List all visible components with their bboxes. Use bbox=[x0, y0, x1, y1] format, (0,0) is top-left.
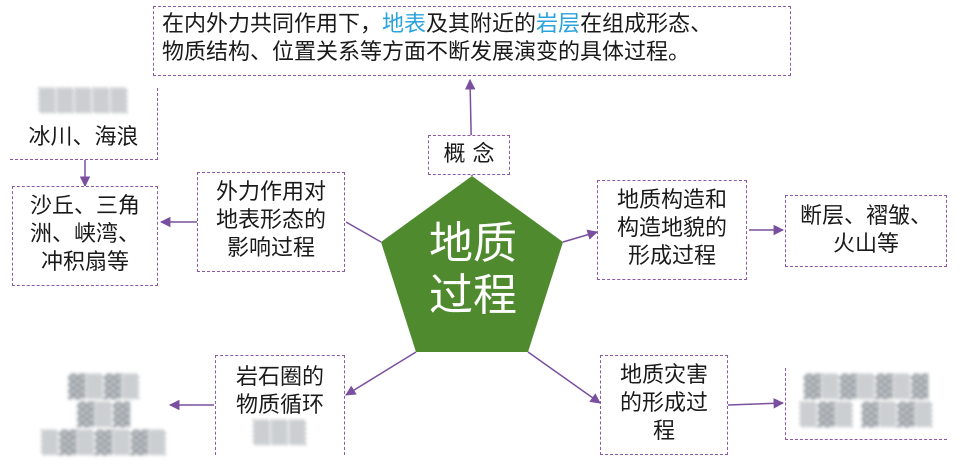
faded-text-rock: ▒▒▒ bbox=[253, 421, 307, 446]
arrow-to-disaster-examples bbox=[727, 398, 785, 409]
faded-text-top: ▒▒▒▒▒ bbox=[38, 89, 129, 114]
structure-box: 地质构造和 构造地貌的 形成过程 bbox=[597, 180, 747, 280]
rock-cycle-examples-box: ▓▒▓▒ ▓▒▓ ▒▓▒▓▒▓▒ bbox=[40, 368, 168, 456]
arrow-to-structure bbox=[562, 229, 599, 243]
arrow-to-rock-cycle bbox=[345, 351, 417, 396]
disaster-box: 地质灾害 的形成过 程 bbox=[600, 355, 728, 455]
external-force-box: 外力作用对 地表形态的 影响过程 bbox=[197, 172, 345, 272]
center-pentagon bbox=[381, 176, 563, 352]
faded-text-2: ▒▓▒▓▒▓▒ bbox=[41, 431, 167, 456]
center-line1: 地质 bbox=[429, 218, 517, 269]
definition-box: 在内外力共同作用下，地表及其附近的岩层在组成形态、 物质结构、位置关系等方面不断… bbox=[153, 6, 791, 76]
center-label: 地质 过程 bbox=[403, 218, 543, 322]
disaster-examples-box: ▓▒▓▒▓▒▓ ▒▓▒ ▓▒▓▒ bbox=[785, 368, 947, 440]
definition-line2: 物质结构、位置关系等方面不断发展演变的具体过程。 bbox=[162, 40, 691, 65]
definition-line1: 在内外力共同作用下，地表及其附近的岩层在组成形态、 bbox=[162, 12, 713, 37]
concept-label: 概 念 bbox=[443, 142, 495, 167]
glacier-wave-text: 冰川、海浪 bbox=[28, 125, 139, 150]
line-to-external bbox=[345, 221, 382, 243]
highlight-surface: 地表 bbox=[382, 12, 427, 37]
center-line2: 过程 bbox=[429, 270, 517, 321]
arrow-to-disaster bbox=[527, 351, 601, 404]
external-examples-top-box: ▒▒▒▒▒ 冰川、海浪 bbox=[10, 88, 158, 160]
structure-examples-box: 断层、褶皱、 火山等 bbox=[785, 195, 947, 267]
external-examples-box: 沙丘、三角 洲、峡湾、 冲积扇等 bbox=[12, 186, 158, 286]
faded-text-3: ▓▒▓▒▓▒▓ bbox=[803, 375, 930, 400]
rock-cycle-box: 岩石圈的 物质循环 ▒▒▒ bbox=[215, 355, 345, 455]
concept-label-box: 概 念 bbox=[428, 135, 510, 175]
faded-text-1: ▓▒▓▒ ▓▒▓ bbox=[68, 375, 140, 428]
highlight-rock: 岩层 bbox=[536, 12, 581, 37]
faded-text-4: ▒▓▒ ▓▒▓▒ bbox=[799, 403, 934, 428]
